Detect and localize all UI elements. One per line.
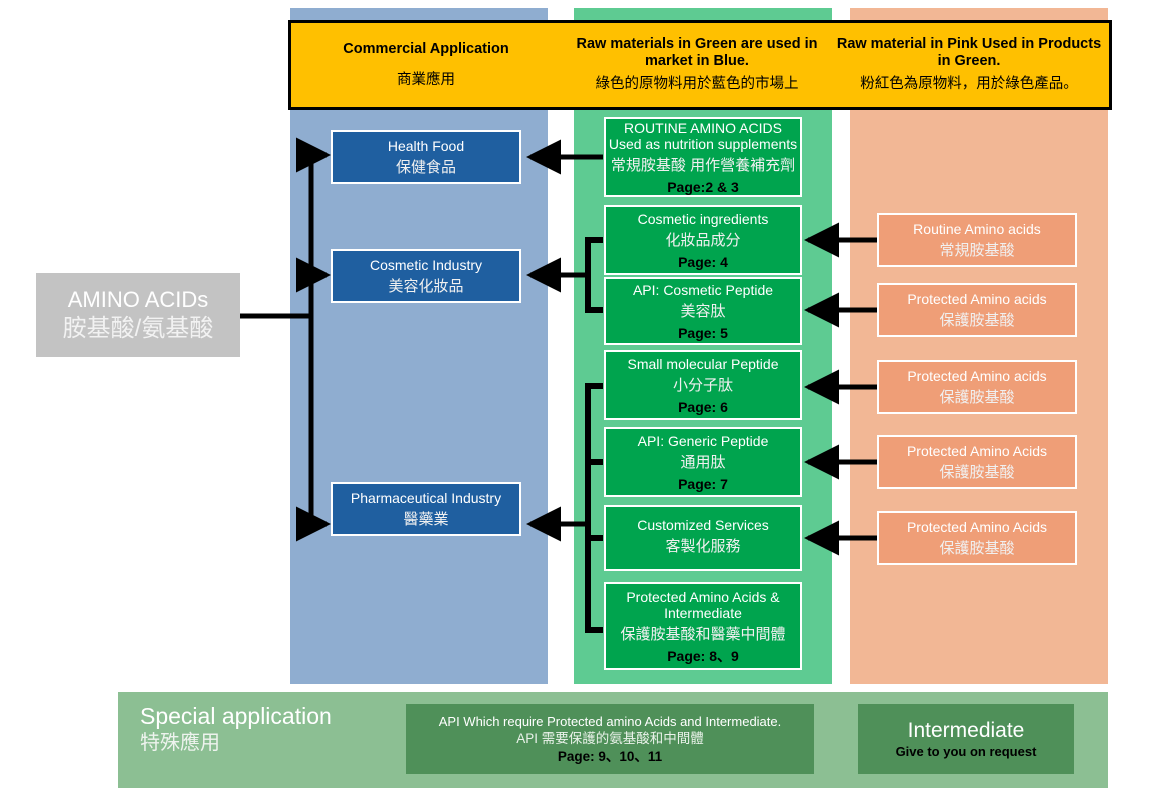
raw-en-3: Protected Amino Acids xyxy=(906,442,1048,459)
raw-zh-2: 保護胺基酸 xyxy=(939,388,1015,406)
market-zh-0: 保健食品 xyxy=(395,158,456,176)
market-node-health-food[interactable]: Health Food 保健食品 xyxy=(331,130,521,184)
raw-zh-1: 保護胺基酸 xyxy=(939,311,1015,329)
legend-zh-0: 商業應用 xyxy=(397,71,455,88)
raw-en-1: Protected Amino acids xyxy=(907,290,1047,307)
product-zh-3: 小分子肽 xyxy=(672,376,733,394)
product-node-api-generic-peptide[interactable]: API: Generic Peptide 通用肽 Page: 7 xyxy=(604,427,802,497)
product-zh-4: 通用肽 xyxy=(680,453,726,471)
special-title-en: Special application xyxy=(140,703,332,729)
special-intermediate-en: Intermediate xyxy=(907,719,1025,742)
product-page-2: Page: 5 xyxy=(678,324,728,341)
product-zh-1: 化妝品成分 xyxy=(665,231,741,249)
source-label-zh: 胺基酸/氨基酸 xyxy=(62,315,214,342)
product-page-3: Page: 6 xyxy=(678,398,728,415)
product-zh-5: 客製化服務 xyxy=(665,537,741,555)
product-zh-6: 保護胺基酸和醫藥中間體 xyxy=(620,625,786,643)
product-node-protected-amino-acids-intermediate[interactable]: Protected Amino Acids & Intermediate 保護胺… xyxy=(604,582,802,670)
raw-material-node-3[interactable]: Protected Amino Acids 保護胺基酸 xyxy=(877,435,1077,489)
product-page-6: Page: 8、9 xyxy=(667,647,739,664)
legend-en-2: Raw material in Pink Used in Products in… xyxy=(836,36,1102,69)
special-intermediate-sub: Give to you on request xyxy=(895,744,1037,759)
product-en-2: API: Cosmetic Peptide xyxy=(632,281,774,298)
product-node-small-molecular-peptide[interactable]: Small molecular Peptide 小分子肽 Page: 6 xyxy=(604,350,802,420)
product-page-4: Page: 7 xyxy=(678,475,728,492)
raw-zh-4: 保護胺基酸 xyxy=(939,539,1015,557)
raw-zh-3: 保護胺基酸 xyxy=(939,463,1015,481)
legend-en-0: Commercial Application xyxy=(343,40,509,57)
product-node-api-cosmetic-peptide[interactable]: API: Cosmetic Peptide 美容肽 Page: 5 xyxy=(604,277,802,345)
raw-zh-0: 常規胺基酸 xyxy=(939,241,1015,259)
product-page-0: Page:2 & 3 xyxy=(667,178,739,195)
product-node-cosmetic-ingredients[interactable]: Cosmetic ingredients 化妝品成分 Page: 4 xyxy=(604,205,802,275)
raw-material-node-1[interactable]: Protected Amino acids 保護胺基酸 xyxy=(877,283,1077,337)
legend-en-1: Raw materials in Green are used in marke… xyxy=(576,36,818,69)
legend-cell-commercial: Commercial Application 商業應用 xyxy=(291,23,561,107)
market-zh-1: 美容化妝品 xyxy=(388,277,464,295)
market-node-pharmaceutical-industry[interactable]: Pharmaceutical Industry 醫藥業 xyxy=(331,482,521,536)
market-en-1: Cosmetic Industry xyxy=(369,256,483,273)
market-en-2: Pharmaceutical Industry xyxy=(350,489,502,506)
product-node-routine-amino-acids[interactable]: ROUTINE AMINO ACIDS Used as nutrition su… xyxy=(604,117,802,197)
raw-en-4: Protected Amino Acids xyxy=(906,518,1048,535)
special-api-en: API Which require Protected amino Acids … xyxy=(438,713,782,729)
legend-zh-2: 粉紅色為原物料，用於綠色產品。 xyxy=(860,76,1078,92)
legend-banner: Commercial Application 商業應用 Raw material… xyxy=(288,20,1112,110)
product-en-5: Customized Services xyxy=(637,516,769,533)
special-application-label: Special application 特殊應用 xyxy=(140,702,332,756)
product-page-1: Page: 4 xyxy=(678,253,728,270)
product-zh-0: 常規胺基酸 用作營養補充劑 xyxy=(610,156,796,174)
market-node-cosmetic-industry[interactable]: Cosmetic Industry 美容化妝品 xyxy=(331,249,521,303)
special-title-zh: 特殊應用 xyxy=(140,732,220,754)
raw-material-node-2[interactable]: Protected Amino acids 保護胺基酸 xyxy=(877,360,1077,414)
source-node-amino-acids: AMINO ACIDs 胺基酸/氨基酸 xyxy=(36,273,240,357)
raw-material-node-4[interactable]: Protected Amino Acids 保護胺基酸 xyxy=(877,511,1077,565)
raw-material-node-0[interactable]: Routine Amino acids 常規胺基酸 xyxy=(877,213,1077,267)
product-en-4: API: Generic Peptide xyxy=(637,432,769,449)
special-api-box[interactable]: API Which require Protected amino Acids … xyxy=(406,704,814,774)
product-en-3: Small molecular Peptide xyxy=(627,355,779,372)
special-api-page: Page: 9、10、11 xyxy=(557,748,663,764)
special-api-zh: API 需要保護的氨基酸和中間體 xyxy=(516,730,704,746)
product-en-6: Protected Amino Acids & Intermediate xyxy=(626,588,780,621)
market-en-0: Health Food xyxy=(387,137,465,154)
legend-cell-green-blue: Raw materials in Green are used in marke… xyxy=(561,23,833,107)
special-intermediate-box[interactable]: Intermediate Give to you on request xyxy=(858,704,1074,774)
special-application-band: Special application 特殊應用 API Which requi… xyxy=(118,692,1108,788)
product-en-0: ROUTINE AMINO ACIDS Used as nutrition su… xyxy=(608,119,798,152)
column-band-blue xyxy=(290,8,548,684)
product-zh-2: 美容肽 xyxy=(680,302,726,320)
raw-en-0: Routine Amino acids xyxy=(913,220,1041,237)
raw-en-2: Protected Amino acids xyxy=(907,367,1047,384)
product-en-1: Cosmetic ingredients xyxy=(637,210,769,227)
product-node-customized-services[interactable]: Customized Services 客製化服務 xyxy=(604,505,802,571)
source-label-en: AMINO ACIDs xyxy=(67,287,209,312)
market-zh-2: 醫藥業 xyxy=(403,510,449,528)
column-band-pink xyxy=(850,8,1108,684)
legend-zh-1: 綠色的原物料用於藍色的市場上 xyxy=(595,76,799,92)
legend-cell-pink-green: Raw material in Pink Used in Products in… xyxy=(833,23,1105,107)
